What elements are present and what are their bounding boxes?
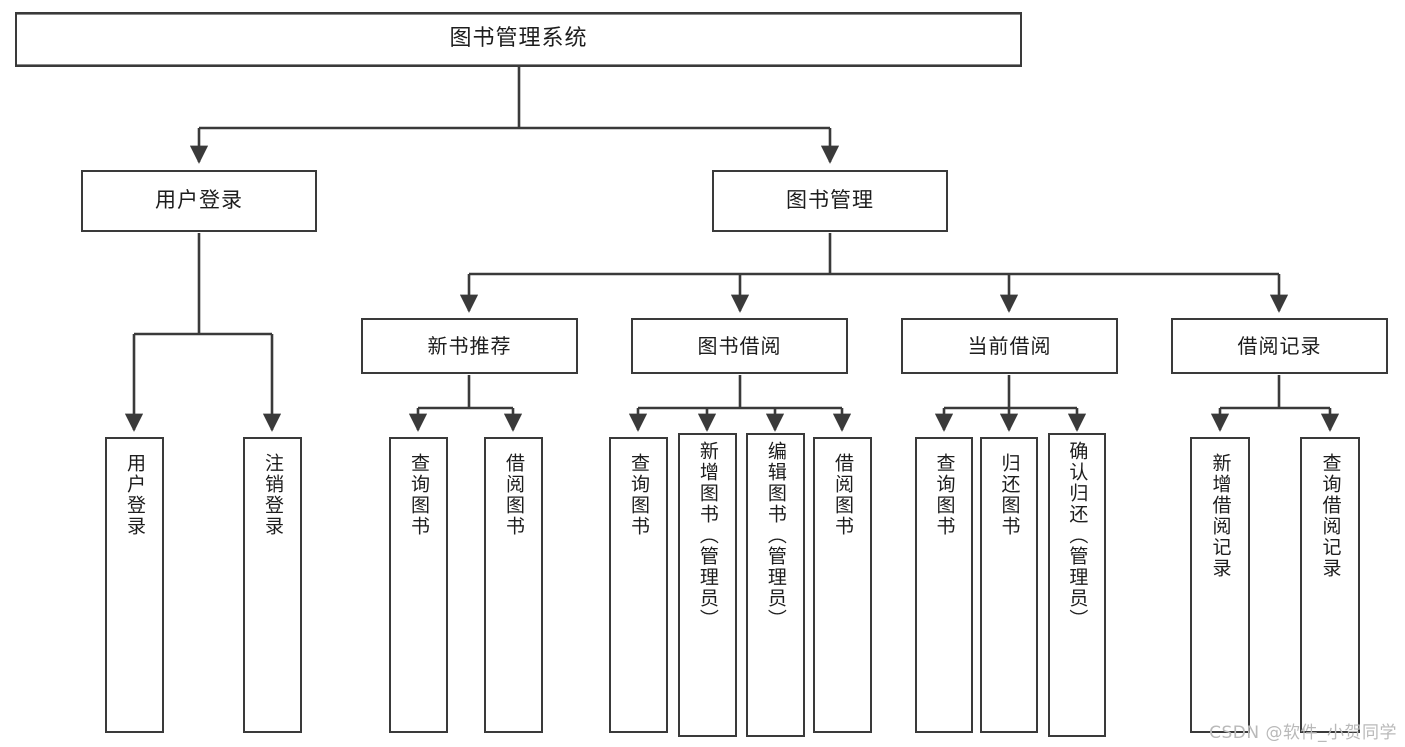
node-current-borrow[interactable]: 当前借阅	[901, 318, 1118, 374]
node-label: 新书推荐	[427, 334, 512, 358]
node-label: 查询图书	[933, 453, 956, 537]
leaf-record-add-record[interactable]: 新增借阅记录	[1190, 437, 1250, 733]
node-label: 确认归还（管理员）	[1066, 441, 1089, 630]
leaf-recommend-query-book[interactable]: 查询图书	[389, 437, 448, 733]
node-label: 注销登录	[262, 453, 285, 537]
leaf-current-return-book[interactable]: 归还图书	[980, 437, 1038, 733]
node-label: 借阅图书	[832, 453, 855, 537]
node-label: 借阅记录	[1237, 334, 1322, 358]
node-label: 图书管理系统	[449, 26, 588, 52]
node-label: 用户登录	[155, 188, 243, 213]
node-borrow-record[interactable]: 借阅记录	[1171, 318, 1388, 374]
leaf-record-query-record[interactable]: 查询借阅记录	[1300, 437, 1360, 733]
node-book-borrow[interactable]: 图书借阅	[631, 318, 848, 374]
leaf-current-query-book[interactable]: 查询图书	[915, 437, 973, 733]
node-label: 用户登录	[124, 453, 147, 537]
node-label: 图书管理	[786, 188, 874, 213]
node-label: 当前借阅	[967, 334, 1052, 358]
node-label: 查询图书	[408, 453, 431, 537]
node-user-login[interactable]: 用户登录	[81, 170, 317, 232]
node-label: 借阅图书	[503, 453, 526, 537]
leaf-borrow-borrow-book[interactable]: 借阅图书	[813, 437, 872, 733]
node-label: 归还图书	[998, 453, 1021, 537]
node-label: 新增借阅记录	[1209, 453, 1232, 579]
node-new-book-recommend[interactable]: 新书推荐	[361, 318, 578, 374]
node-label: 新增图书（管理员）	[696, 441, 719, 630]
node-label: 图书借阅	[697, 334, 782, 358]
leaf-borrow-edit-book-admin[interactable]: 编辑图书（管理员）	[746, 433, 805, 737]
leaf-current-confirm-return-admin[interactable]: 确认归还（管理员）	[1048, 433, 1106, 737]
node-book-management[interactable]: 图书管理	[712, 170, 948, 232]
node-label: 查询借阅记录	[1319, 453, 1342, 579]
node-label: 查询图书	[628, 453, 651, 537]
node-root-system[interactable]: 图书管理系统	[15, 12, 1022, 67]
leaf-user-login-login[interactable]: 用户登录	[105, 437, 164, 733]
leaf-recommend-borrow-book[interactable]: 借阅图书	[484, 437, 543, 733]
leaf-borrow-add-book-admin[interactable]: 新增图书（管理员）	[678, 433, 737, 737]
leaf-user-login-logout[interactable]: 注销登录	[243, 437, 302, 733]
node-label: 编辑图书（管理员）	[764, 441, 787, 630]
leaf-borrow-query-book[interactable]: 查询图书	[609, 437, 668, 733]
